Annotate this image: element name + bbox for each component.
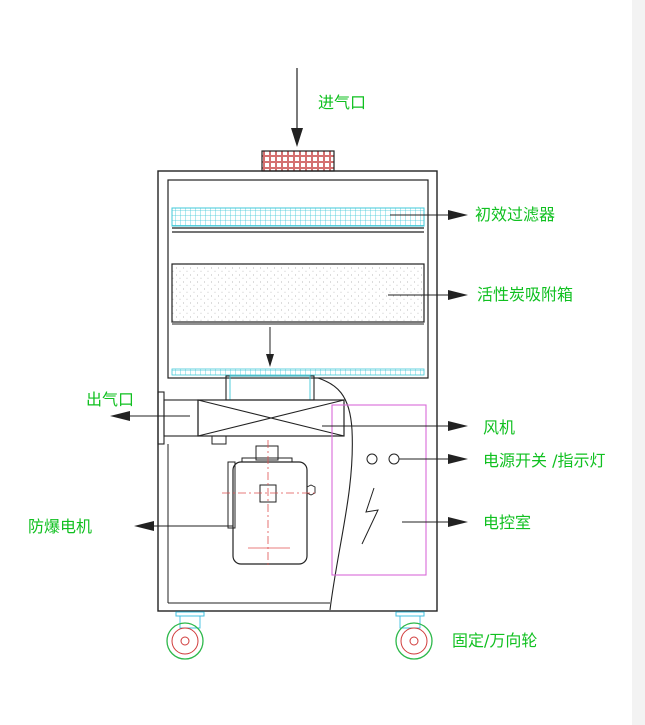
label-casters: 固定/万向轮 xyxy=(452,631,538,650)
lightning-symbol xyxy=(361,487,379,545)
leader-primary-filter xyxy=(390,210,468,220)
internal-flow-arrow xyxy=(266,327,274,367)
duct-connector xyxy=(225,375,315,401)
leader-control-room xyxy=(402,517,468,527)
inlet-arrow xyxy=(291,68,303,147)
leader-outlet xyxy=(110,411,190,421)
label-outlet: 出气口 xyxy=(86,390,135,409)
inlet-grille xyxy=(261,150,335,172)
indicator-light xyxy=(388,453,400,465)
label-motor: 防爆电机 xyxy=(28,517,93,536)
fan-box xyxy=(197,399,345,445)
label-carbon-box: 活性炭吸附箱 xyxy=(477,285,574,304)
caster-right xyxy=(395,611,433,660)
outlet-flange xyxy=(157,391,199,445)
label-fan: 风机 xyxy=(483,418,516,437)
chamber-bottom-mesh xyxy=(171,368,425,376)
equipment-diagram xyxy=(110,68,468,660)
filter-chamber xyxy=(167,179,429,379)
leader-carbon-box xyxy=(388,290,468,300)
power-switch[interactable] xyxy=(366,453,378,465)
leader-fan xyxy=(322,421,468,431)
label-inlet: 进气口 xyxy=(318,93,367,112)
label-control-room: 电控室 xyxy=(483,513,532,532)
explosion-proof-motor xyxy=(222,440,318,566)
caster-left xyxy=(166,611,205,660)
label-power-switch: 电源开关 /指示灯 xyxy=(483,451,606,470)
cabinet-outline xyxy=(157,170,438,612)
primary-filter xyxy=(171,207,425,233)
leader-power-switch xyxy=(399,454,468,464)
carbon-box xyxy=(171,263,425,325)
fan-housing-curve xyxy=(317,377,353,611)
side-strip xyxy=(632,0,645,725)
control-room xyxy=(331,404,427,576)
leader-motor xyxy=(134,521,233,531)
label-primary-filter: 初效过滤器 xyxy=(475,205,556,224)
